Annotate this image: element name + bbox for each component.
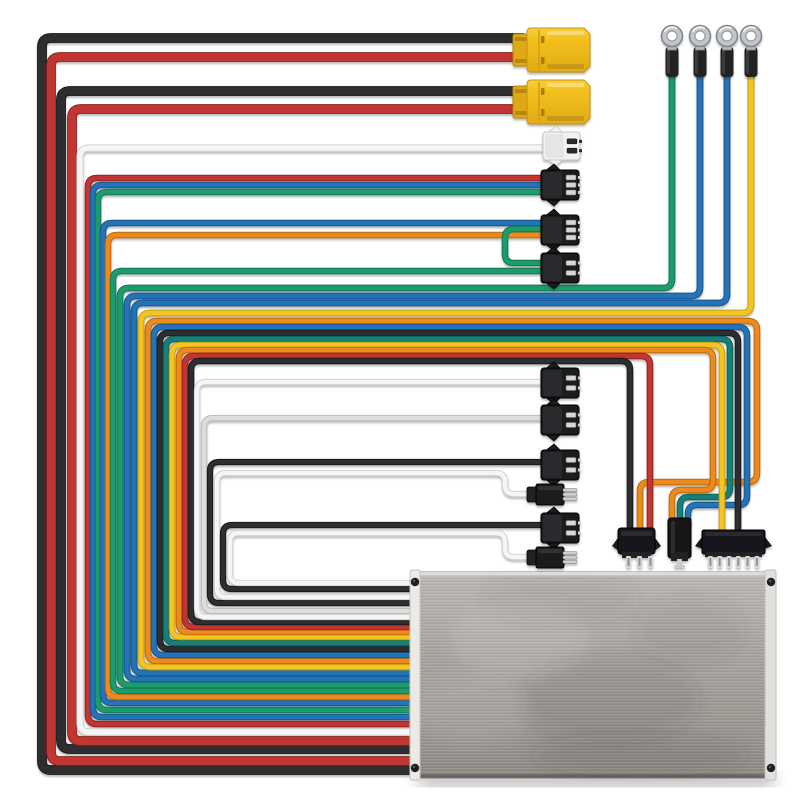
wire-battery1-red [46,52,524,766]
wire-ring3-blue [130,58,731,677]
wire-sm-c-green [109,267,550,695]
controller-screw-3 [410,577,420,587]
wire-sm-b-orange [104,231,550,701]
sm-3pin-connector-b [540,208,581,252]
xt60-connector-2 [512,79,591,125]
ring-terminal-2 [688,24,712,77]
wire-sm-a-green [94,188,550,714]
wire-sm-d-white [193,378,549,621]
wire-sm-g-black [219,521,549,593]
wire-plugv-orange [175,346,717,636]
wire-battery1-black [37,33,524,775]
harness-plug-narrow [667,517,692,568]
sm-3pin-connector-a [540,163,581,207]
wire-plug6-yellow [168,341,726,641]
controller-screw-4 [410,763,420,773]
sm-male-plug-b [526,546,578,569]
sm-2pin-connector-c [540,246,581,290]
wire-sm-b-blue [99,219,550,707]
wire-sm-e-grey [200,414,549,615]
sm-2pin-connector-g [540,506,581,550]
sm-2pin-connector-f [540,443,581,487]
harness-plug-6pin [695,529,772,568]
wire-plug3-red [181,352,654,631]
wire-battery2-red [67,104,524,746]
controller-right-endcap [764,569,777,781]
wire-plugv-blue [150,323,751,659]
wire-sm-a-blue [89,181,550,721]
wire-male-b-white [226,529,535,587]
wire-ring1-green [116,58,676,689]
wire-plug3-black [187,357,634,626]
wire-green-link-sm-b-to-sm-c [501,225,549,267]
harness-plug-3pin [612,527,661,568]
controller-screw-2 [766,763,776,773]
xt60-connector-1 [512,27,591,73]
jst-white-2pin-connector [542,125,582,167]
wire-male-a-white [213,469,535,601]
sm-male-plug-a [526,483,578,506]
controller-box [409,569,777,786]
controller-layer [409,569,777,786]
wire-battery2-black [56,86,524,754]
ring-terminal-1 [660,24,684,77]
controller-screw-1 [766,577,776,587]
wire-plug6-black [156,329,742,653]
ring-terminal-4 [739,24,763,77]
sm-2pin-connector-d [540,361,581,405]
ring-terminal-3 [715,24,739,77]
wire-jst-white-wire [76,144,552,736]
wire-sm-a-red [84,174,550,728]
sm-2pin-connector-e [540,398,581,442]
wire-sm-f-black [206,458,549,607]
wire-ring2-blue [123,58,704,683]
wire-ring4-yellow [137,58,755,671]
controller-left-endcap [409,569,421,781]
wire-bundle [37,33,761,775]
wire-plugv-teal [162,335,734,647]
connector-layer [512,24,772,569]
